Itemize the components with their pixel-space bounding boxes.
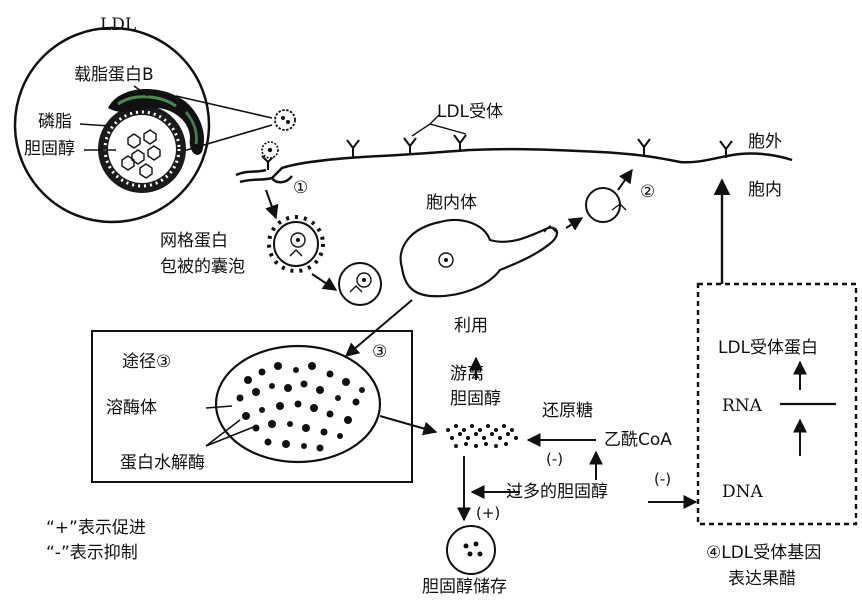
recycling-vesicle bbox=[585, 187, 627, 223]
free-cholesterol-line2: 胆固醇 bbox=[450, 389, 501, 409]
legend-minus: “-”表示抑制 bbox=[46, 543, 138, 563]
outside-label: 胞外 bbox=[748, 132, 782, 152]
endosome-label: 胞内体 bbox=[426, 193, 477, 213]
use-label: 利用 bbox=[454, 316, 488, 336]
storage-droplet bbox=[446, 525, 496, 575]
lysosome bbox=[214, 344, 382, 464]
result-label-line1: ④LDL受体基因 bbox=[706, 543, 822, 563]
plus-label: (+) bbox=[476, 504, 501, 522]
ldl-particle bbox=[98, 89, 205, 193]
clathrin-label-line2: 包被的囊泡 bbox=[160, 257, 245, 277]
apob-pointer bbox=[133, 85, 149, 97]
lysosome-pointer bbox=[205, 405, 233, 409]
inside-label: 胞内 bbox=[748, 180, 782, 200]
to-lysosome-arrow bbox=[344, 299, 413, 357]
protease-label: 蛋白水解酶 bbox=[120, 453, 205, 473]
to-free-cholesterol-arrow bbox=[379, 415, 438, 436]
apolipoprotein-b-shape bbox=[108, 89, 205, 155]
cholesterol-label: 胆固醇 bbox=[24, 139, 75, 159]
free-cholesterol-dots bbox=[446, 424, 518, 448]
apob-label: 载脂蛋白B bbox=[74, 65, 154, 85]
acetyl-coa-label: 乙酰CoA bbox=[604, 430, 672, 450]
excess-cholesterol-label: 过多的胆固醇 bbox=[506, 482, 608, 502]
reducing-sugar-label: 还原糖 bbox=[542, 401, 593, 421]
phospholipid-pointer bbox=[79, 123, 111, 127]
pathway3-label: 途径③ bbox=[122, 352, 172, 372]
rna-label: RNA bbox=[722, 396, 762, 416]
recycle-arrow-1 bbox=[565, 217, 584, 231]
phospholipid-label: 磷脂 bbox=[38, 112, 72, 132]
small-ldl-particle bbox=[274, 109, 296, 131]
ldl-receptor-label: LDL受体 bbox=[437, 102, 504, 122]
storage-label: 胆固醇储存 bbox=[422, 577, 507, 597]
clathrin-label-line1: 网格蛋白 bbox=[160, 231, 228, 251]
endosome bbox=[399, 218, 558, 298]
dna-label: DNA bbox=[722, 482, 763, 502]
pathway3-box bbox=[91, 330, 413, 483]
minus-label-b: (-) bbox=[654, 470, 672, 488]
protease-pointer-1 bbox=[205, 419, 241, 447]
free-cholesterol-line1: 游离 bbox=[450, 364, 484, 384]
bound-ldl bbox=[261, 141, 279, 159]
legend-plus: “+”表示促进 bbox=[46, 518, 146, 538]
endocytosis-arrow bbox=[265, 189, 279, 220]
result-label-line2: 表达果醋 bbox=[728, 569, 796, 589]
recycle-arrow-2 bbox=[617, 168, 633, 191]
coated-vesicle bbox=[267, 215, 325, 273]
step1-marker: ① bbox=[293, 178, 309, 198]
ldl-receptors bbox=[261, 134, 733, 170]
lysosome-label: 溶酶体 bbox=[106, 398, 157, 418]
step3-marker: ③ bbox=[372, 342, 388, 362]
uncoating-arrow bbox=[311, 273, 338, 291]
receptor-callout bbox=[411, 113, 467, 137]
protease-pointer-2 bbox=[205, 425, 257, 447]
minus-label-a: (-) bbox=[546, 450, 564, 468]
uncoated-vesicle bbox=[338, 262, 382, 306]
gene-expression-box bbox=[696, 282, 858, 526]
receptor-protein-label: LDL受体蛋白 bbox=[718, 338, 819, 358]
step2-marker: ② bbox=[640, 182, 656, 202]
ldl-label: LDL bbox=[100, 15, 137, 35]
cell-membrane bbox=[235, 147, 793, 184]
